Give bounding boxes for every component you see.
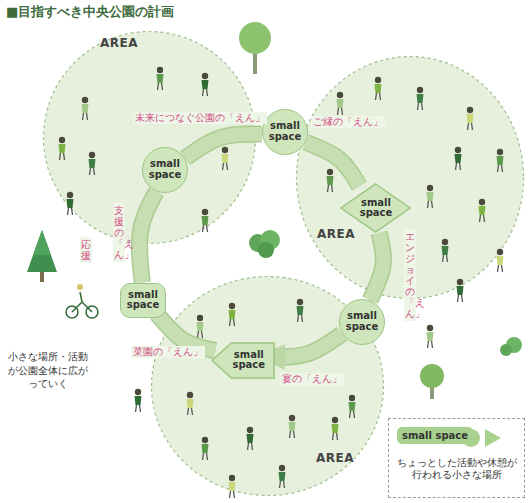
ring-connector xyxy=(275,334,342,357)
small-space: small space xyxy=(340,183,411,233)
ring-connector xyxy=(370,233,383,300)
person-figure xyxy=(327,169,334,192)
person-figure xyxy=(247,427,254,450)
small-space-label: small space xyxy=(127,290,160,311)
connector-label: 菜園の「えん」 xyxy=(131,346,205,358)
person-figure xyxy=(479,199,486,222)
connector-label: 未来につなぐ公園の「えん」 xyxy=(133,112,267,124)
person-figure xyxy=(89,152,96,175)
bush xyxy=(249,230,280,258)
person-figure xyxy=(202,73,209,96)
small-space-label: small space xyxy=(232,350,265,371)
person-figure xyxy=(289,415,296,438)
person-figure xyxy=(59,137,66,160)
ring-connector xyxy=(139,192,156,283)
person-figure xyxy=(467,107,474,130)
person-figure xyxy=(67,192,74,215)
person-figure xyxy=(457,279,464,302)
small-space: small space xyxy=(120,283,167,318)
connector-label: 支援の「えん」 xyxy=(113,203,125,262)
person-figure xyxy=(187,392,194,415)
bush xyxy=(500,337,522,356)
connector-label: ご縁の「えん」 xyxy=(311,116,385,128)
legend-sample-label: small space xyxy=(397,427,473,444)
area-label: AREA xyxy=(317,227,355,241)
connector-label: 宴の「えん」 xyxy=(280,373,344,385)
person-figure xyxy=(332,417,339,440)
person-figure xyxy=(229,475,236,498)
side-note: 小さな場所・活動が公園全体に広がっていく xyxy=(4,350,92,391)
person-figure xyxy=(427,325,434,348)
person-figure xyxy=(297,299,304,322)
person-figure xyxy=(279,465,286,488)
area-label: AREA xyxy=(100,36,138,50)
ring-connector xyxy=(185,134,262,158)
person-figure xyxy=(82,97,89,120)
diagram-title: ■目指すべき中央公園の計画 xyxy=(6,3,174,21)
small-space: small space xyxy=(339,299,386,346)
legend-text: ちょっとした活動や休憩が行われる小さな場所 xyxy=(395,457,519,482)
person-figure xyxy=(497,149,504,172)
person-figure xyxy=(157,67,164,90)
ring-connector xyxy=(306,142,359,186)
person-figure xyxy=(417,87,424,110)
area-label: AREA xyxy=(316,451,354,465)
person-figure xyxy=(442,239,449,262)
ring-label: 応援 xyxy=(80,237,92,263)
person-figure xyxy=(202,437,209,460)
person-figure xyxy=(349,395,356,418)
person-figure xyxy=(222,147,229,170)
person-figure xyxy=(455,147,462,170)
tree xyxy=(239,22,271,74)
person-figure xyxy=(202,209,209,232)
person-figure xyxy=(497,249,504,272)
person-figure xyxy=(337,92,344,115)
person-figure xyxy=(135,389,142,412)
connector-label: エンジョイの「えん」 xyxy=(404,229,416,321)
cyclist xyxy=(66,284,98,318)
small-space-label: small space xyxy=(360,198,393,219)
people-figures xyxy=(59,67,504,498)
person-figure xyxy=(375,77,382,100)
person-figure xyxy=(197,315,204,338)
person-figure xyxy=(229,303,236,326)
small-space-label: small space xyxy=(269,121,302,142)
small-space-label: small space xyxy=(149,159,182,180)
conifer-tree xyxy=(27,230,57,282)
person-figure xyxy=(427,185,434,208)
tree xyxy=(420,364,444,399)
small-space: small space xyxy=(211,342,275,379)
small-space-label: small space xyxy=(346,311,379,332)
sample-triangle xyxy=(485,429,501,447)
